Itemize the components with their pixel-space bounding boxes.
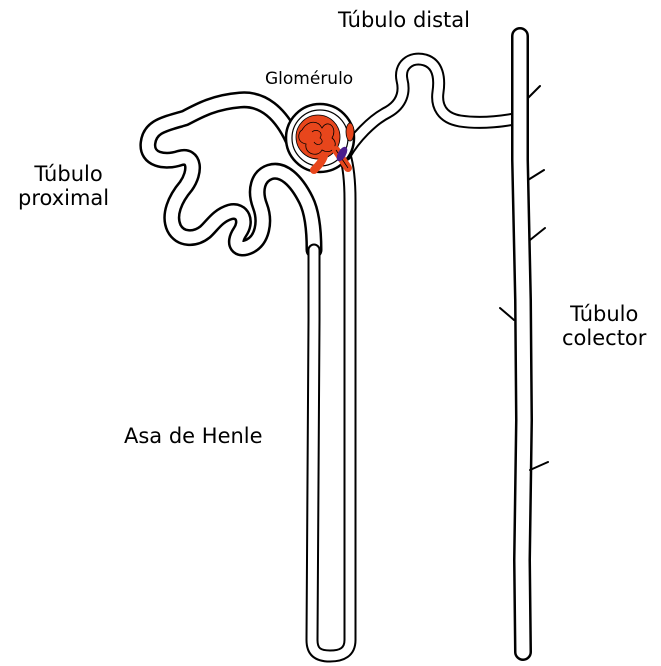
label-collector-line2: colector	[562, 326, 646, 350]
distal-tubule	[345, 59, 520, 155]
label-proximal-line1: Túbulo	[18, 162, 109, 186]
label-collector-line1: Túbulo	[562, 302, 646, 326]
label-distal-tubule: Túbulo distal	[338, 8, 470, 32]
label-collecting-duct: Túbulo colector	[562, 302, 646, 350]
label-proximal-line2: proximal	[18, 186, 109, 210]
label-henle-loop: Asa de Henle	[124, 424, 263, 448]
arteriole	[346, 123, 354, 141]
collecting-duct	[500, 36, 548, 652]
label-glomerulus: Glomérulo	[265, 70, 353, 90]
label-proximal-tubule: Túbulo proximal	[18, 162, 109, 210]
